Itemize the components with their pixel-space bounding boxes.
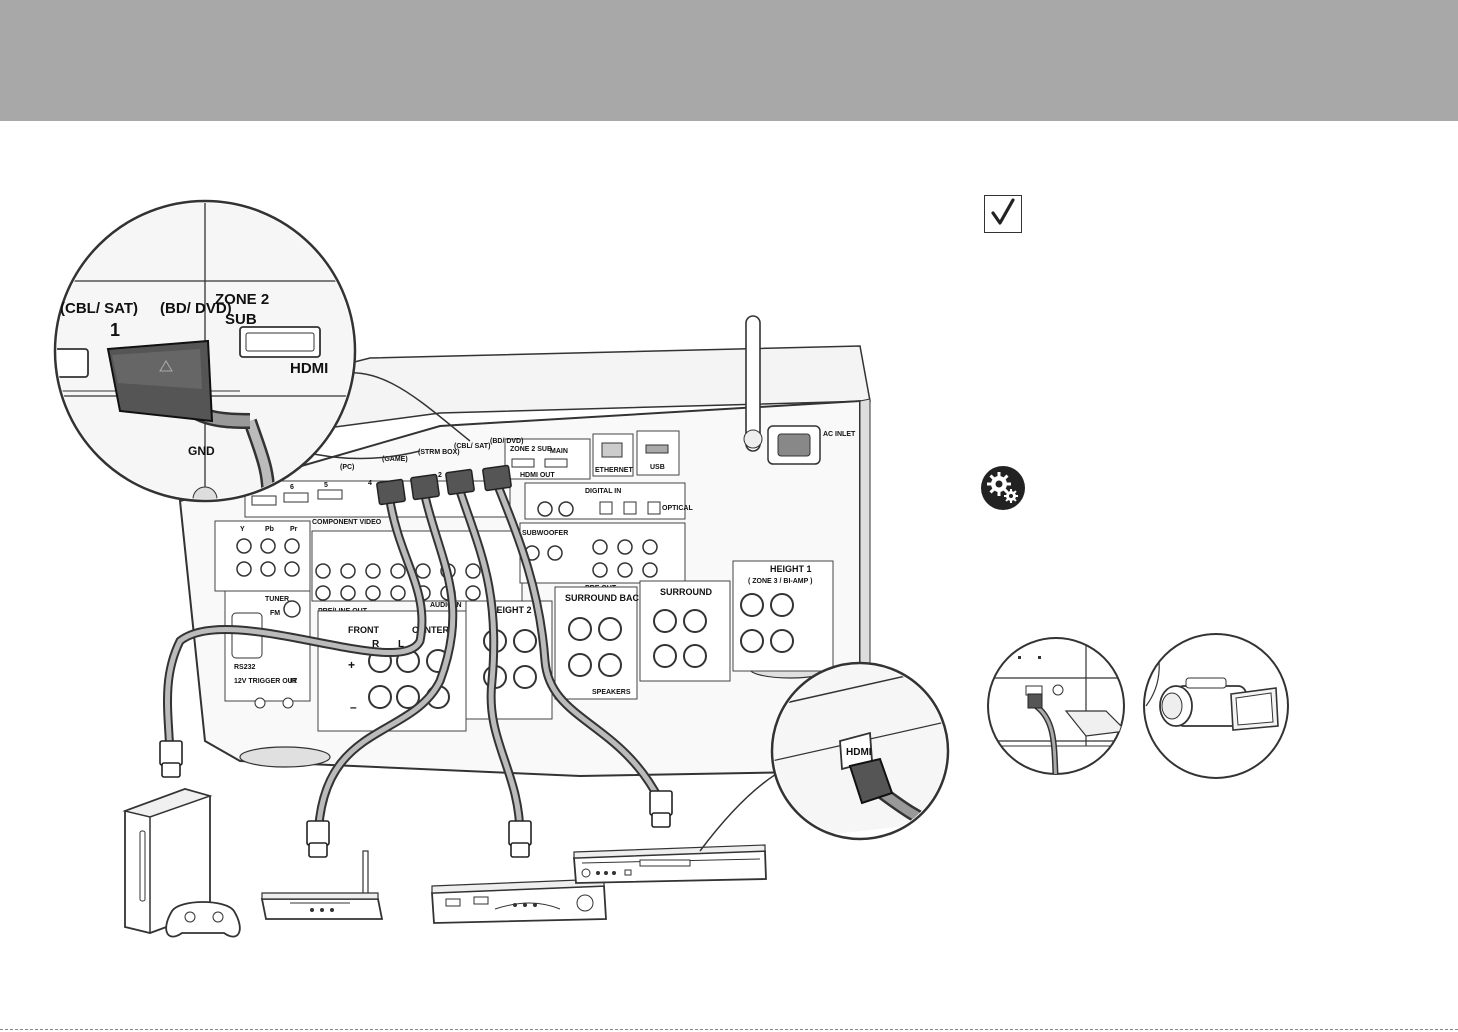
zone3-biamp-label: ( ZONE 3 / BI-AMP )	[748, 578, 812, 585]
player-hdmi-callout: HDMI	[699, 661, 950, 852]
cable-satellite-box	[431, 878, 607, 924]
game-console	[122, 788, 241, 938]
input-5-label: 5	[324, 482, 328, 489]
checkmark-icon	[991, 198, 1015, 225]
center-label: CENTER	[412, 625, 450, 635]
zoom-hdmi-label: HDMI	[290, 360, 328, 377]
header-band	[0, 0, 1458, 121]
cbl-sat-label: (CBL/ SAT)	[454, 443, 490, 450]
zoom-zone2-label: ZONE 2	[215, 291, 269, 308]
input-2-label: 2	[438, 472, 442, 479]
trigger-out-label: 12V TRIGGER OUT	[234, 678, 298, 685]
ethernet-label: ETHERNET	[595, 467, 633, 474]
input-4-label: 4	[368, 480, 372, 487]
digital-in-label: DIGITAL IN	[585, 488, 621, 495]
zoom-input-1-label: 1	[110, 320, 120, 340]
pre-out-block: SUBWOOFER PRE OUT	[519, 522, 686, 592]
digital-in-block: DIGITAL IN OPTICAL	[524, 482, 693, 520]
hdmi-cables	[159, 464, 673, 858]
input-6-label: 6	[290, 484, 294, 491]
game-label: (GAME)	[382, 456, 408, 463]
zoom-sub-label: SUB	[225, 311, 257, 328]
front-label: FRONT	[348, 625, 379, 635]
zone2-sub-out-label: ZONE 2 SUB	[510, 446, 552, 453]
subwoofer-label: SUBWOOFER	[522, 530, 568, 537]
camcorder-connection-illustration	[987, 633, 1289, 779]
ir-label: IR	[290, 678, 297, 685]
height2-label: HEIGHT 2	[490, 605, 532, 615]
top-io-block: ZONE 2 SUB MAIN HDMI OUT ETHERNET USB	[504, 430, 680, 480]
hdmi-out-label: HDMI OUT	[520, 472, 555, 479]
player-hdmi-label: HDMI	[846, 747, 872, 758]
zoom-bd-dvd-label: (BD/ DVD)	[160, 300, 232, 317]
minus-label: –	[350, 700, 357, 714]
zoom-cbl-sat-label: (CBL/ SAT)	[60, 300, 138, 317]
component-video-label: COMPONENT VIDEO	[312, 519, 382, 526]
checkmark-box-icon	[984, 195, 1022, 233]
strm-box-label: (STRM BOX)	[418, 449, 460, 456]
hdmi-zoom-callout: (CBL/ SAT) (BD/ DVD) 1 ZONE 2 SUB HDMI G…	[53, 199, 471, 503]
streaming-box	[260, 850, 384, 920]
wifi-antenna-icon	[743, 315, 763, 452]
usb-label: USB	[650, 464, 665, 471]
rs232-label: RS232	[234, 664, 256, 671]
optical-label: OPTICAL	[662, 505, 693, 512]
bottom-dashed-rule	[0, 1029, 1458, 1030]
ac-inlet-label: AC INLET	[823, 431, 856, 438]
front-r-label: R	[372, 639, 380, 650]
plus-label: +	[348, 658, 355, 672]
speakers-label: SPEAKERS	[592, 689, 631, 696]
surround-back-label: SURROUND BACK	[565, 593, 646, 603]
front-l-label: L	[398, 639, 404, 650]
settings-gear-icon	[980, 465, 1026, 511]
bluray-player	[573, 844, 767, 884]
component-pr-label: Pr	[290, 526, 298, 533]
pc-label: (PC)	[340, 464, 354, 471]
component-y-label: Y	[240, 526, 245, 533]
tuner-label: TUNER	[265, 596, 289, 603]
height1-label: HEIGHT 1	[770, 564, 812, 574]
right-column	[960, 121, 1458, 1032]
bd-dvd-label: (BD/ DVD)	[490, 438, 523, 445]
zoom-gnd-label: GND	[188, 444, 215, 458]
ac-inlet: AC INLET	[767, 425, 856, 465]
fm-label: FM	[270, 610, 280, 617]
av-receiver: AC INLET ZONE 2 SUB MAIN HDMI OUT ETHERN…	[178, 315, 871, 778]
audio-in-label: AUDIO IN	[430, 602, 462, 609]
component-video-block: Y Pb Pr COMPONENT VIDEO	[214, 519, 382, 592]
connection-illustration: AC INLET ZONE 2 SUB MAIN HDMI OUT ETHERN…	[53, 199, 950, 938]
surround-label: SURROUND	[660, 587, 713, 597]
component-pb-label: Pb	[265, 526, 274, 533]
tuner-block: TUNER FM RS232 12V TRIGGER OUT IR	[224, 590, 311, 709]
main-out-label: MAIN	[550, 448, 568, 455]
